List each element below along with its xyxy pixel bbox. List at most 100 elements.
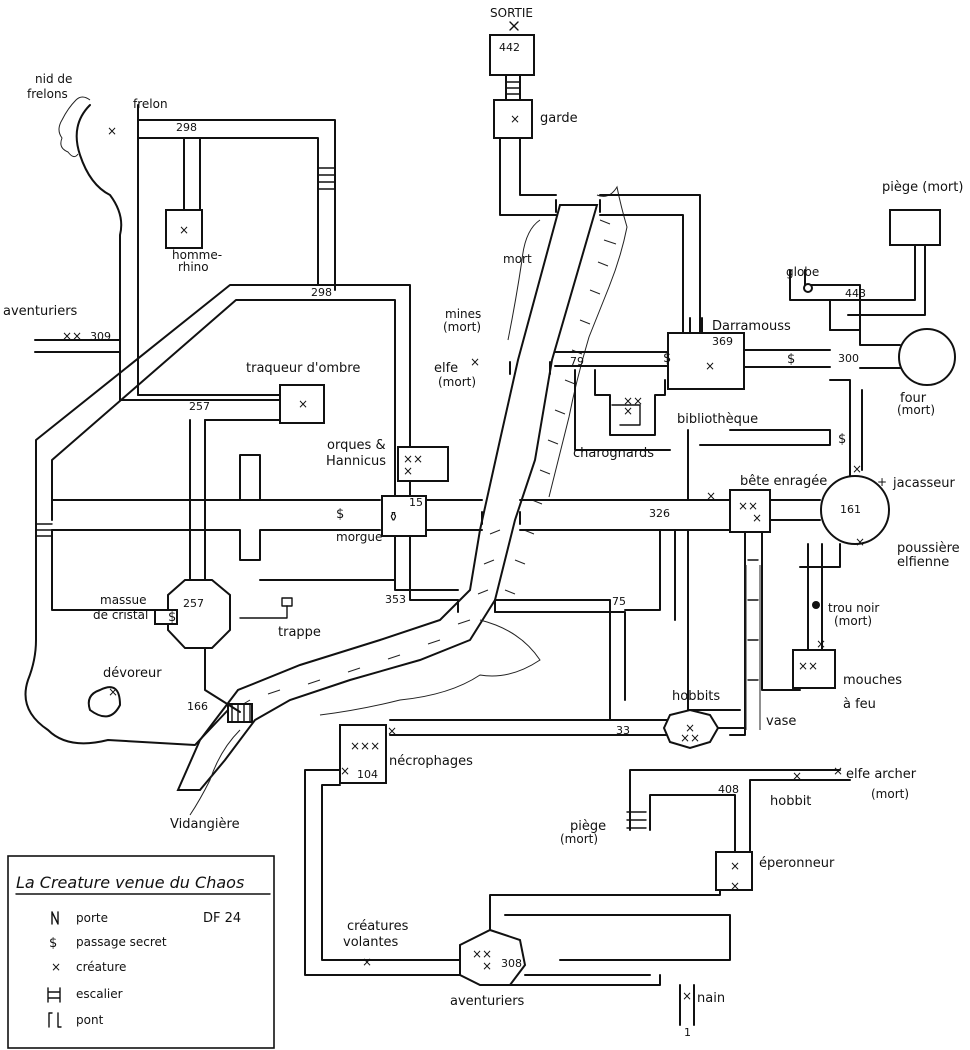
right-area [554,209,956,481]
label-frelons: frelons [27,87,68,101]
hornet-area [58,96,336,581]
label-hobbits: hobbits [672,689,720,704]
exit-area [489,21,701,336]
hobbits-area [339,708,746,784]
room-number: 298 [176,121,197,134]
room-bete [729,489,771,533]
creature-icon: × [470,355,480,369]
creature-icon: × [792,769,802,783]
creature-icon: ×× [403,452,423,466]
room-homme-rhino [165,209,203,249]
label-nid-de: nid de [35,72,72,86]
room-numbers: 442 298 298 309 257 257 369 443 300 79 1… [90,41,866,1039]
creature-icon: × [752,511,762,525]
label-trou-noir: trou noir [828,601,879,615]
label-creatures: créatures [347,919,409,934]
secret-passage-icon: $ [168,610,176,625]
bottom-area [304,769,851,1026]
room-number: 161 [840,503,861,516]
creature-icon: × [179,223,189,237]
label-massue: massue [100,593,147,607]
label-four: four [900,391,927,406]
creature-icon: × [482,959,492,973]
label-trou-noir-mort: (mort) [834,614,872,628]
label-nain: nain [697,991,725,1006]
bridge-icon [48,1012,62,1028]
room-four [898,328,956,386]
label-morgue: morgue [336,530,382,544]
creature-icon: ×× [680,731,700,745]
room-number: 309 [90,330,111,343]
svg-text:créature: créature [76,960,126,974]
creature-icon: ×× [738,499,758,513]
room-piege [889,209,941,246]
label-devoreur: dévoreur [103,666,162,681]
label-aventuriers-bottom: aventuriers [450,994,525,1009]
creature-icon: × [855,535,865,549]
label-frelon: frelon [133,97,168,111]
secret-passage-icon: $ [838,432,846,447]
room-number: 300 [838,352,859,365]
room-number: 257 [189,400,210,413]
room-number: 308 [501,957,522,970]
secret-passage-icon: $ [663,351,671,366]
creature-icon: × [387,724,397,738]
label-mines: mines [445,307,481,321]
label-homme: homme- [172,248,222,262]
label-traqueur: traqueur d'ombre [246,361,360,376]
room-garde [493,99,533,139]
room-number: 75 [612,595,626,608]
creature-icon: × [706,489,716,503]
label-globe: globe [786,265,819,279]
room-number: 353 [385,593,406,606]
creature-icon: ××× [350,739,380,753]
legend-code: DF 24 [203,911,241,926]
secret-passage-icon: $ [49,936,57,951]
creature-icon: × [682,989,692,1003]
label-piege-top: piège (mort) [882,180,963,195]
legend-item-porte: porte [51,911,108,925]
creature-icon: × [107,124,117,138]
label-mines-mort: (mort) [443,320,481,334]
label-necrophages: nécrophages [389,754,473,769]
room-morgue [381,495,427,537]
room-number: 326 [649,507,670,520]
svg-text:porte: porte [76,911,108,925]
legend-item-creature: × créature [51,960,126,974]
door-icon: ⚱ [388,510,399,525]
creature-icon: × [730,859,740,873]
bibliotheque-area [687,429,890,736]
room-number: 443 [845,287,866,300]
label-aventuriers-top: aventuriers [3,304,78,319]
svg-text:escalier: escalier [76,987,123,1001]
label-garde: garde [540,111,578,126]
label-a-feu: à feu [843,697,876,712]
creature-icon: × [833,764,843,778]
room-number: 79 [570,355,584,368]
room-number: 298 [311,286,332,299]
svg-text:passage secret: passage secret [76,935,167,949]
room-number: 104 [357,768,378,781]
label-elfe-archer: elfe archer [846,767,917,782]
label-charognards: charognards [573,446,654,461]
center-area [239,446,731,721]
label-piege-bottom: piège [570,819,606,834]
creature-icon: × [108,685,118,699]
label-mouches: mouches [843,673,902,688]
river [176,185,628,816]
creature-icon: × [623,404,633,418]
room-number: 33 [616,724,630,737]
room-number: 257 [183,597,204,610]
room-369 [667,332,745,390]
label-mort-mines: mort [503,252,532,266]
room-442 [489,34,535,76]
map-labels: SORTIE garde nid de frelons frelon homme… [3,6,963,1009]
label-bete: bête enragée [740,474,827,489]
creature-icon: × [51,960,61,974]
label-elfe: elfe [434,361,458,376]
crystal-area [87,579,241,718]
label-hobbit: hobbit [770,794,811,809]
room-161 [820,475,890,545]
label-eperonneur: éperonneur [759,856,835,871]
